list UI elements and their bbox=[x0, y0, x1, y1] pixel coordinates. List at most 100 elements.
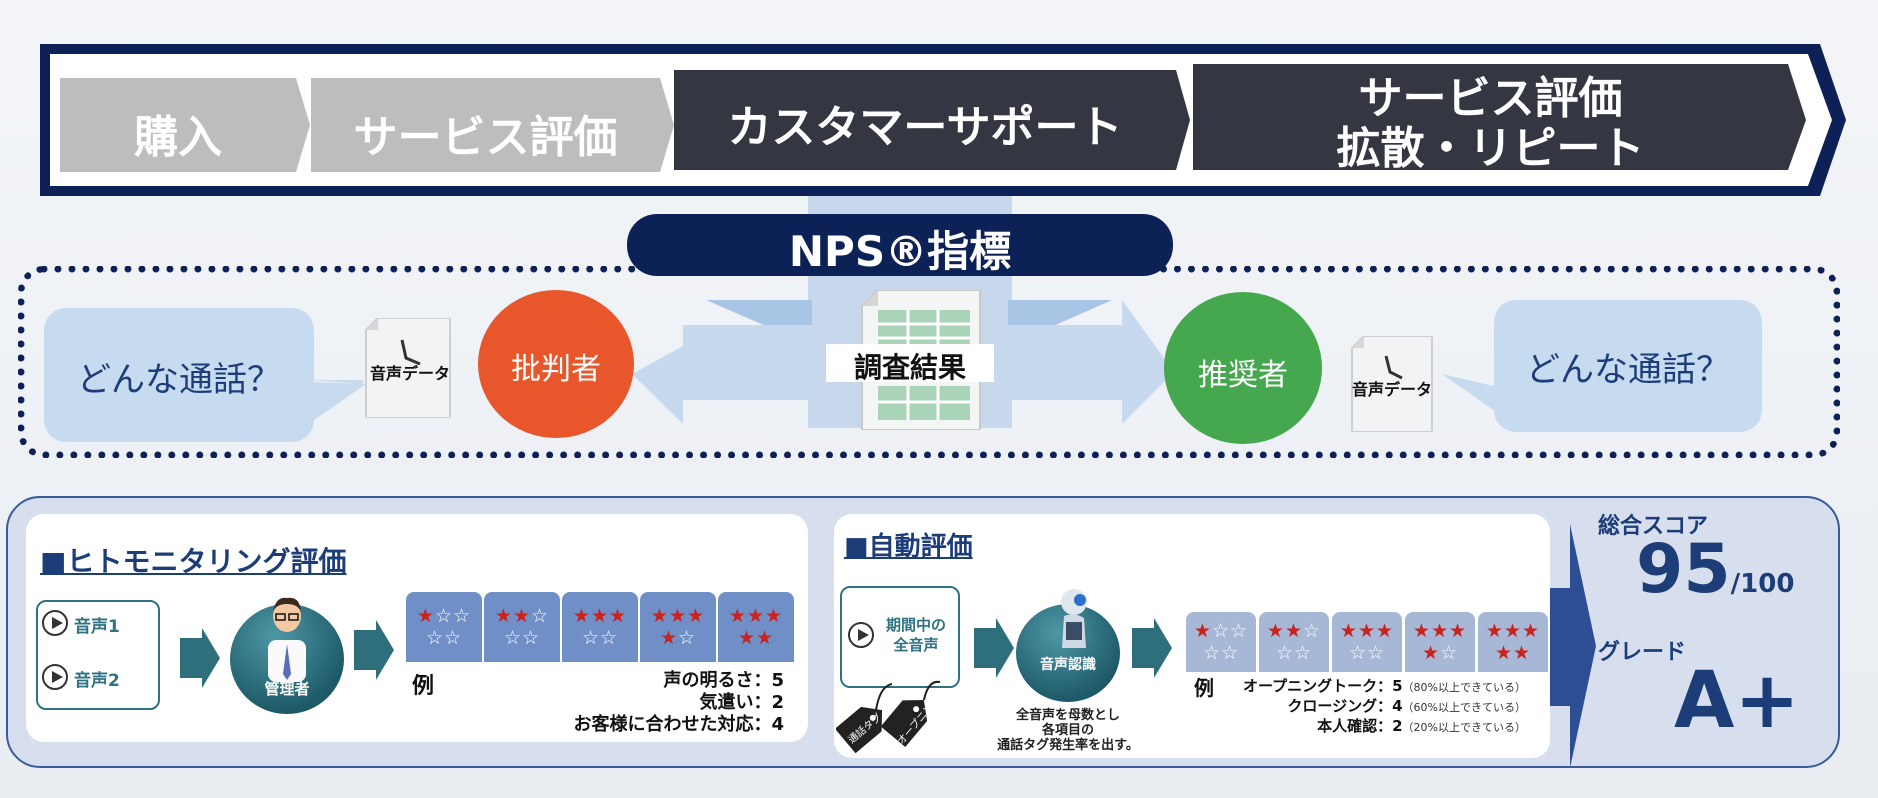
star-empty-icon: ☆ bbox=[600, 627, 619, 649]
star-empty-icon: ☆ bbox=[425, 627, 444, 649]
star-empty-icon: ☆ bbox=[444, 627, 463, 649]
star-filled-icon: ★ bbox=[512, 605, 532, 627]
star-filled-icon: ★ bbox=[416, 605, 435, 627]
robot-icon bbox=[1061, 589, 1087, 648]
step-spread-repeat: サービス評価 拡散・リピート bbox=[1336, 73, 1645, 171]
human-example-box bbox=[408, 664, 794, 740]
star-empty-icon: ☆ bbox=[1221, 642, 1240, 664]
step-chevron-purchase bbox=[60, 78, 310, 172]
star-filled-icon: ★ bbox=[1357, 620, 1377, 642]
arrow-icon-auto-1 bbox=[974, 618, 1014, 678]
auto-caption-1: 全音声を母数とし bbox=[1015, 708, 1120, 723]
step-service-eval: サービス評価 bbox=[353, 112, 618, 163]
star-filled-icon: ★ bbox=[1339, 620, 1358, 642]
journey-frame bbox=[40, 44, 1846, 196]
auto-evaluation-title: ■自動評価 bbox=[844, 532, 973, 562]
human-example-label: 例 bbox=[412, 674, 435, 699]
step-chevron-service bbox=[311, 78, 674, 172]
promoter-circle bbox=[1164, 292, 1322, 444]
star-empty-icon: ☆ bbox=[434, 605, 454, 627]
star-empty-icon: ☆ bbox=[503, 627, 522, 649]
star-filled-icon: ★ bbox=[1421, 642, 1440, 664]
auto-example-box bbox=[1190, 672, 1542, 740]
speech-recognition-label: 音声認識 bbox=[1040, 657, 1096, 673]
play-icon-audio2[interactable] bbox=[42, 664, 68, 690]
audio-file-icon-right bbox=[1351, 336, 1433, 432]
human-example-line-3: お客様に合わせた対応：4 bbox=[573, 714, 784, 735]
star-filled-icon: ★ bbox=[1266, 620, 1285, 642]
auto-caption-2: 各項目の bbox=[1041, 723, 1094, 738]
star-empty-icon: ☆ bbox=[1275, 642, 1294, 664]
audio-file-icon-left bbox=[365, 318, 451, 418]
speech-bubble-right bbox=[1494, 300, 1762, 432]
star-empty-icon: ☆ bbox=[1440, 642, 1459, 664]
survey-label-bg bbox=[826, 344, 994, 382]
grade-value: A+ bbox=[1674, 656, 1800, 746]
star-empty-icon: ☆ bbox=[522, 627, 541, 649]
human-example-line-2: 気遣い：2 bbox=[699, 692, 784, 713]
star-filled-icon: ★ bbox=[687, 605, 706, 627]
star-empty-icon: ☆ bbox=[678, 627, 697, 649]
star-empty-icon: ☆ bbox=[581, 627, 600, 649]
star-filled-icon: ★ bbox=[494, 605, 513, 627]
auto-caption-3: 通話タグ発生率を出す。 bbox=[997, 738, 1139, 753]
star-filled-icon: ★ bbox=[737, 627, 756, 649]
nps-arrows bbox=[310, 300, 1502, 424]
play-icon-period-audio[interactable] bbox=[848, 622, 874, 648]
step-purchase: 購入 bbox=[134, 112, 222, 163]
star-filled-icon: ★ bbox=[650, 605, 669, 627]
star-empty-icon: ☆ bbox=[1348, 642, 1367, 664]
human-stars-box-4: ★★★★☆ bbox=[640, 592, 716, 662]
period-audio-line2: 全音声 bbox=[893, 636, 939, 654]
auto-example-label: 例 bbox=[1194, 676, 1214, 700]
star-filled-icon: ★ bbox=[668, 605, 688, 627]
manager-label: 管理者 bbox=[264, 680, 310, 698]
star-empty-icon: ☆ bbox=[1202, 642, 1221, 664]
auto-stars-box-1: ★☆☆☆☆ bbox=[1186, 612, 1256, 672]
star-filled-icon: ★ bbox=[659, 627, 678, 649]
arrow-icon-human-2 bbox=[354, 620, 394, 680]
audio-data-label-right: 音声データ bbox=[1351, 380, 1432, 399]
step-customer-support: カスタマーサポート bbox=[727, 102, 1123, 153]
star-filled-icon: ★ bbox=[756, 627, 775, 649]
total-score-value: 95/100 bbox=[1636, 530, 1795, 609]
star-filled-icon: ★ bbox=[765, 605, 784, 627]
star-filled-icon: ★ bbox=[746, 605, 766, 627]
star-filled-icon: ★ bbox=[1284, 620, 1304, 642]
star-empty-icon: ☆ bbox=[453, 605, 472, 627]
play-icon-audio1[interactable] bbox=[42, 610, 68, 636]
step-chevron-support bbox=[674, 70, 1190, 170]
star-empty-icon: ☆ bbox=[1303, 620, 1322, 642]
auto-stars-box-4: ★★★★☆ bbox=[1405, 612, 1475, 672]
star-filled-icon: ★ bbox=[1522, 620, 1541, 642]
promoter-label: 推奨者 bbox=[1198, 358, 1288, 393]
star-filled-icon: ★ bbox=[572, 605, 591, 627]
star-filled-icon: ★ bbox=[1412, 620, 1431, 642]
survey-result-label: 調査結果 bbox=[853, 351, 966, 384]
speech-bubble-left-text: どんな通話？ bbox=[77, 360, 281, 400]
auto-example-line-1: オープニングトーク：5（80%以上できている） bbox=[1243, 677, 1526, 695]
star-filled-icon: ★ bbox=[1494, 642, 1513, 664]
human-monitoring-title: ■ヒトモニタリング評価 bbox=[40, 545, 347, 578]
star-filled-icon: ★ bbox=[609, 605, 628, 627]
star-filled-icon: ★ bbox=[728, 605, 747, 627]
star-filled-icon: ★ bbox=[1376, 620, 1395, 642]
star-filled-icon: ★ bbox=[1503, 620, 1523, 642]
human-stars-box-2: ★★☆☆☆ bbox=[484, 592, 560, 662]
star-filled-icon: ★ bbox=[1193, 620, 1212, 642]
star-empty-icon: ☆ bbox=[1211, 620, 1231, 642]
detractor-circle bbox=[478, 290, 634, 438]
total-score-label: 総合スコア bbox=[1598, 514, 1709, 539]
arrow-icon-auto-2 bbox=[1132, 618, 1172, 678]
nps-title: NPS®指標 bbox=[788, 227, 1012, 276]
spreadsheet-icon bbox=[861, 290, 981, 430]
star-empty-icon: ☆ bbox=[1230, 620, 1249, 642]
human-example-line-1: 声の明るさ：5 bbox=[663, 670, 784, 691]
score-arrow-icon bbox=[1550, 524, 1596, 768]
nps-title-pill bbox=[627, 214, 1173, 276]
auto-example-line-3: 本人確認：2（20%以上できている） bbox=[1317, 717, 1526, 735]
auto-stars-box-2: ★★☆☆☆ bbox=[1259, 612, 1329, 672]
human-stars-box-1: ★☆☆☆☆ bbox=[406, 592, 482, 662]
star-filled-icon: ★ bbox=[1449, 620, 1468, 642]
speech-bubble-left bbox=[44, 308, 314, 442]
